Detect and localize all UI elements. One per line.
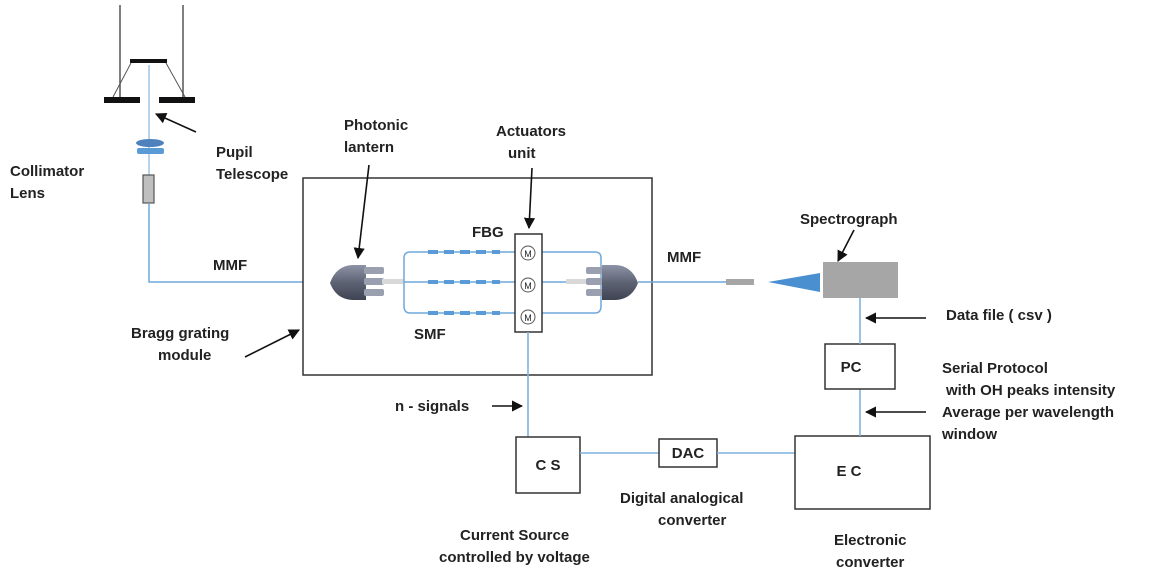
primary-mirror-right [159, 97, 195, 103]
telescope [104, 5, 195, 175]
svg-text:M: M [524, 313, 532, 323]
actuators-label: Actuators unit [496, 123, 570, 162]
pupil-telescope-label: Pupil Telescope [216, 144, 288, 183]
photonic-lantern-label: Photonic lantern [344, 117, 412, 156]
bragg-arrow [244, 329, 301, 358]
bragg-module-label: Bragg grating module [131, 325, 234, 364]
bragg-grating-module [302, 177, 653, 376]
photonic-lantern-right-icon [566, 265, 638, 300]
current-source-label: Current Source controlled by voltage [439, 527, 590, 566]
electronic-converter-box [794, 435, 931, 510]
cs-label: C S [535, 457, 560, 474]
pupil-arrow [154, 113, 197, 133]
ec-label: E C [836, 463, 861, 480]
primary-mirror-left [104, 97, 140, 103]
mmf-right-label: MMF [667, 249, 701, 266]
photonic-lantern-left-icon [330, 265, 404, 300]
mmf-fiber-left [148, 203, 322, 283]
data-file-label: Data file ( csv ) [946, 307, 1052, 324]
secondary-mirror [130, 59, 167, 63]
smf-label: SMF [414, 326, 446, 343]
motor-icon: M [520, 245, 536, 261]
pc-label: PC [841, 359, 862, 376]
lens-mount [137, 148, 164, 154]
lantern-arrow [353, 164, 370, 260]
motor-icon: M [520, 277, 536, 293]
collimator-label: Collimator Lens [10, 163, 88, 202]
spectrograph-arrow [837, 229, 855, 262]
actuators-arrow [523, 167, 536, 230]
spectrograph-box [823, 262, 898, 298]
serial-protocol-label: Serial Protocol with OH peaks intensity … [941, 360, 1119, 443]
beam-icon [768, 273, 820, 292]
electronic-converter-label: Electronic converter [834, 532, 911, 571]
current-source-box [515, 436, 581, 494]
collimator-lens-icon [136, 139, 164, 147]
fbg-label: FBG [472, 224, 504, 241]
fiber-end [726, 279, 754, 285]
svg-text:M: M [524, 249, 532, 259]
collimator [142, 174, 155, 204]
dac-box [658, 438, 718, 468]
digital-converter-label: Digital analogical converter [620, 490, 748, 529]
pc-box [824, 343, 896, 390]
dac-label: DAC [672, 445, 705, 462]
motor-icon: M [520, 309, 536, 325]
n-signals-label: n - signals [395, 398, 469, 415]
spectrograph-label: Spectrograph [800, 211, 898, 228]
mmf-left-label: MMF [213, 257, 247, 274]
svg-text:M: M [524, 281, 532, 291]
